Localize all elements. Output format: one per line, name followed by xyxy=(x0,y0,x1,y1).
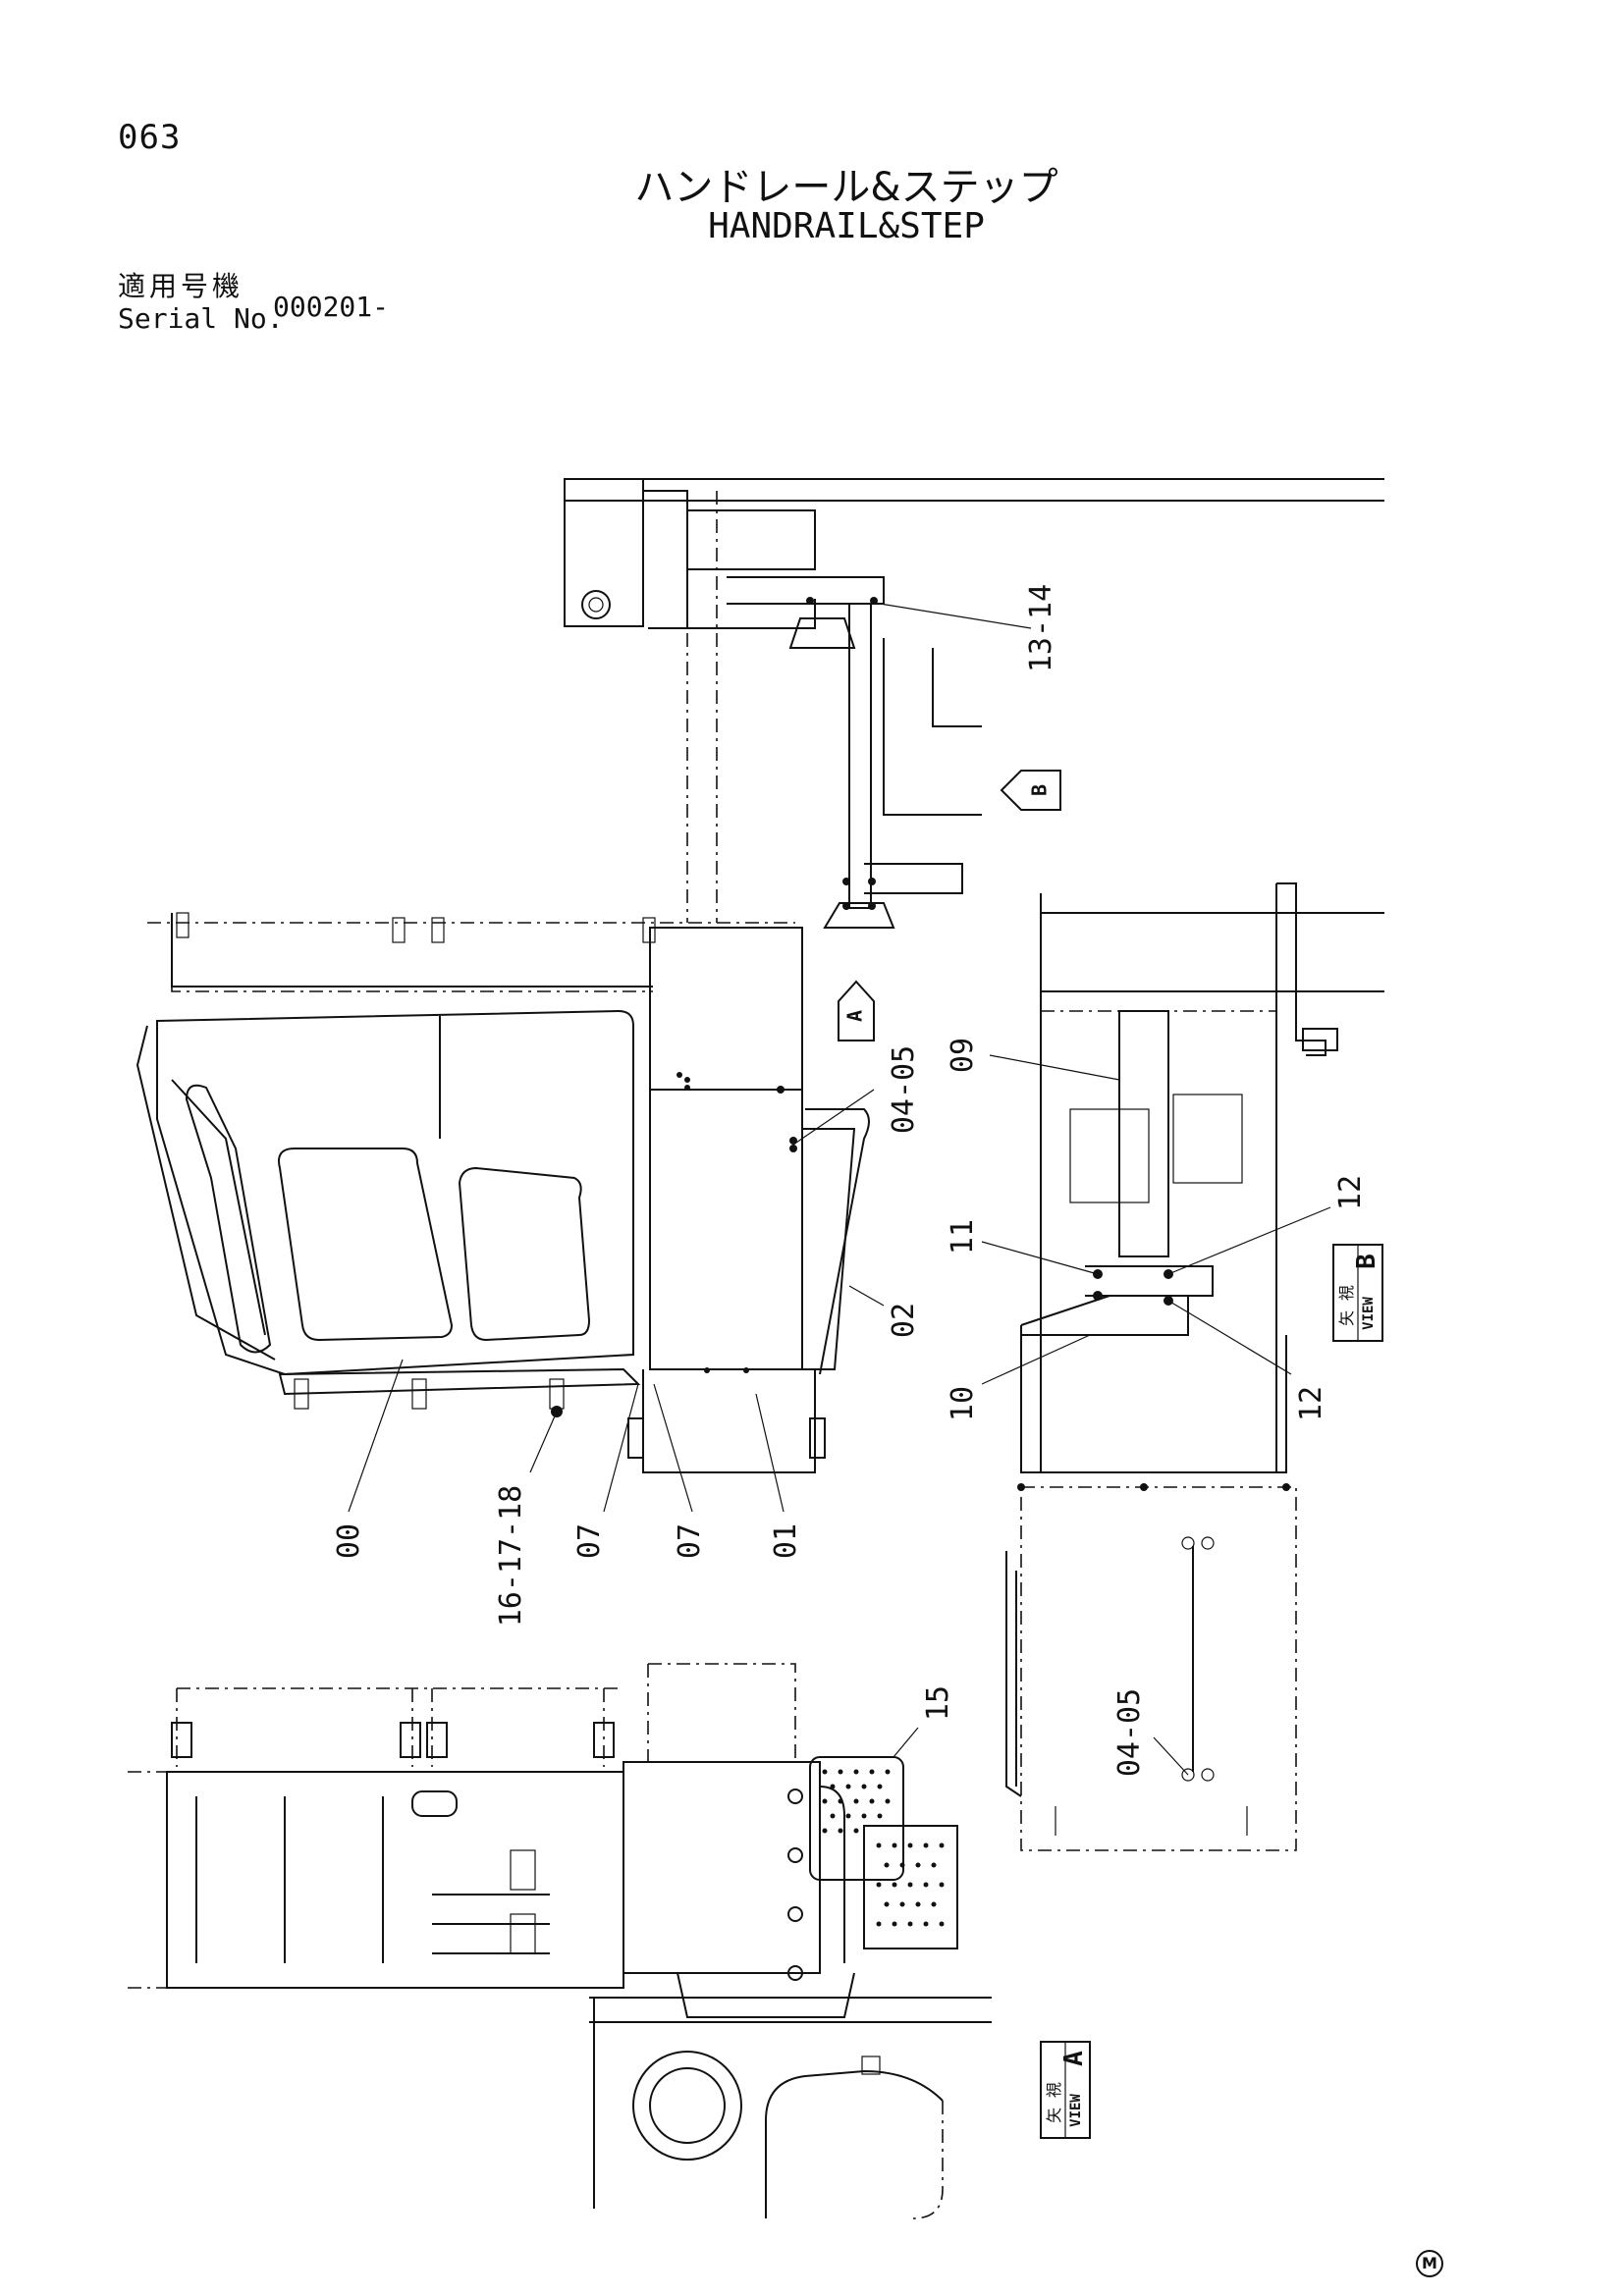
view-a-letter: A xyxy=(1059,2051,1089,2066)
view-a-word: VIEW xyxy=(1068,2094,1084,2127)
view-a-label: 矢 視 VIEW A xyxy=(1040,2041,1091,2139)
page-title-japanese: ハンドレール&ステップ xyxy=(634,165,1058,210)
callout-00: 00 xyxy=(332,1523,366,1559)
page-title-english: HANDRAIL&STEP xyxy=(708,206,985,246)
leader-line-04-05-b xyxy=(1153,1736,1189,1776)
view-b-letter: B xyxy=(1352,1254,1381,1269)
serial-label-japanese: 適用号機 xyxy=(118,270,244,302)
serial-label-english: Serial No. xyxy=(118,302,284,335)
callout-16-17-18: 16-17-18 xyxy=(494,1485,528,1628)
leader-line-02 xyxy=(848,1285,885,1307)
leader-line-11 xyxy=(981,1241,1099,1275)
view-a-tread-pattern xyxy=(822,1769,945,1927)
step-box-front xyxy=(627,927,870,1473)
view-arrow-b: B xyxy=(1000,770,1061,811)
leader-line-07-b xyxy=(653,1383,693,1513)
leader-line-15 xyxy=(893,1727,919,1758)
leader-line-13-14 xyxy=(873,602,1032,629)
callout-02: 02 xyxy=(887,1303,921,1338)
arrow-a-letter: A xyxy=(843,1010,867,1022)
leader-line-01 xyxy=(755,1393,785,1513)
view-b-label: 矢 視 VIEW B xyxy=(1332,1244,1383,1342)
callout-07-b: 07 xyxy=(673,1523,707,1559)
callout-11: 11 xyxy=(946,1219,980,1255)
leader-line-04-05-a xyxy=(792,1089,875,1146)
leader-line-16-17-18 xyxy=(529,1411,558,1473)
leader-line-12-a xyxy=(1167,1206,1331,1275)
serial-number-range: 000201- xyxy=(273,291,390,323)
callout-12-b: 12 xyxy=(1294,1386,1328,1421)
callout-07-a: 07 xyxy=(572,1523,607,1559)
callout-10: 10 xyxy=(946,1386,980,1421)
callout-12-a: 12 xyxy=(1333,1175,1368,1210)
view-a-drawing xyxy=(128,1663,992,2219)
upper-ladder-assembly xyxy=(564,478,1384,929)
page-number: 063 xyxy=(118,118,182,157)
view-a-japanese: 矢 視 xyxy=(1045,2082,1063,2123)
callout-04-05-a: 04-05 xyxy=(887,1045,921,1134)
leader-line-00 xyxy=(348,1359,404,1513)
callout-09: 09 xyxy=(946,1038,980,1073)
callout-13-14: 13-14 xyxy=(1024,584,1058,672)
view-b-drawing xyxy=(1020,882,1384,1473)
cab-side-view xyxy=(135,912,795,1417)
leader-line-12-b xyxy=(1167,1300,1292,1375)
callout-04-05-b: 04-05 xyxy=(1112,1688,1147,1777)
callout-01: 01 xyxy=(769,1523,803,1559)
view-arrow-a: A xyxy=(838,980,875,1041)
leader-line-07-a xyxy=(603,1383,639,1513)
leader-line-10 xyxy=(981,1334,1091,1385)
view-b-word: VIEW xyxy=(1361,1297,1377,1330)
view-b-step-plate xyxy=(1005,1483,1297,1851)
leader-line-09 xyxy=(989,1054,1120,1081)
catalog-mark: M xyxy=(1416,2250,1443,2277)
callout-15: 15 xyxy=(921,1685,955,1721)
view-b-japanese: 矢 視 xyxy=(1337,1285,1356,1326)
arrow-b-letter: B xyxy=(1028,784,1052,796)
